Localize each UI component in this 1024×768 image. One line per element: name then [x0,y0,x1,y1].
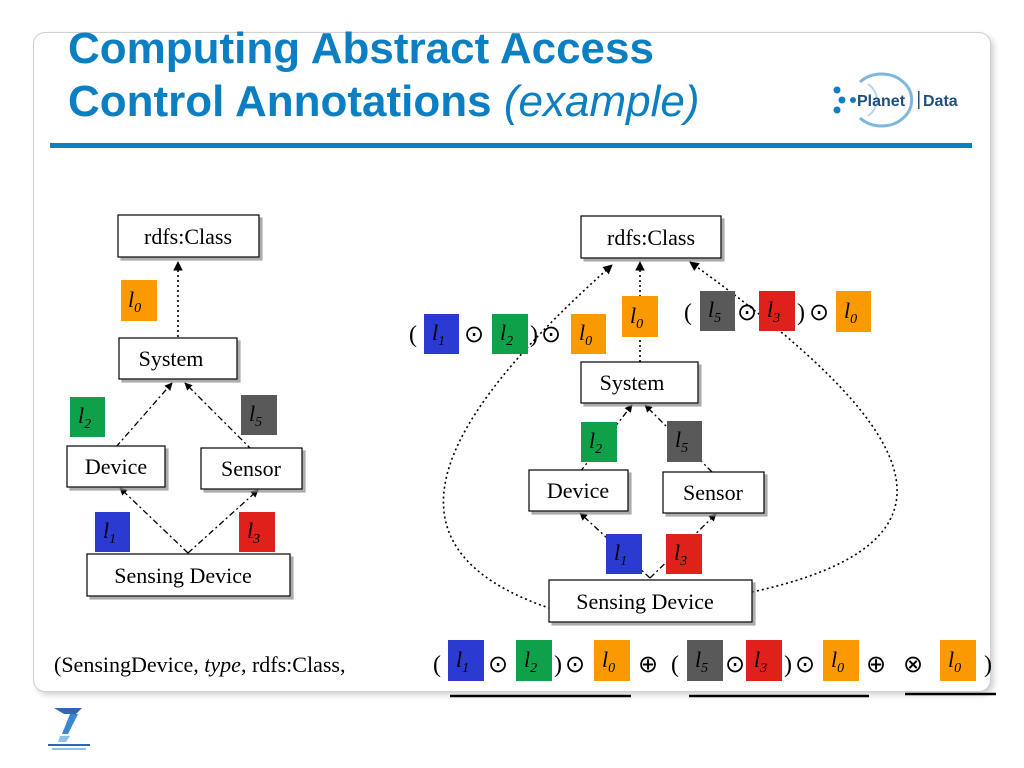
node-label: Sensing Device [576,589,713,614]
node-rdfs-class: rdfs:Class [580,215,722,259]
node-label: Sensor [221,456,282,481]
logo-bar [48,744,90,746]
expr-label-l2: l2 [492,314,528,354]
label-l3: l3 [666,534,702,574]
node-label: Sensor [683,480,744,505]
formula-paren-open: ( [671,652,679,678]
label-l5: l5 [241,395,277,435]
formula-odot: ⊙ [488,652,508,678]
logo-arc-inner [867,83,878,117]
edge-device-to-system [115,382,173,448]
label-l0: l0 [121,280,157,321]
expr-paren-close: ) [797,300,805,326]
formula-prefix: (SensingDevice, type, rdfs:Class, [54,652,345,677]
title-rule [50,143,972,148]
formula-label-l0: l0 [823,640,859,681]
formula-label-l0: l0 [940,640,976,681]
title-suffix: (example) [503,77,700,126]
formula-paren-close: ) [784,652,792,678]
expr-label-l3: l3 [759,291,795,331]
expr-label-l5: l5 [700,291,735,331]
formula-label-l1: l1 [448,640,484,681]
fp7-logo [48,708,90,750]
logo-shape [62,714,78,734]
formula-odot: ⊙ [725,652,745,678]
formula-paren-close: ) [984,652,992,678]
label-l5: l5 [667,421,702,462]
logo-divider [918,91,920,109]
expr-label-l1: l1 [424,314,459,354]
node-sensor: Sensor [200,447,303,490]
label-l2: l2 [70,397,105,437]
formula-paren-close: ) [554,652,562,678]
expr-paren-close: ) [530,322,538,348]
logo-text-planet: Planet [857,93,906,110]
expr-odot: ⊙ [737,300,757,326]
edge-sensing-to-sensor [187,489,259,554]
expr-paren-open: ( [684,300,692,326]
logo-text-data: Data [923,93,958,110]
logo-dot [838,96,846,104]
logo-dot [850,97,856,103]
node-device: Device [528,469,629,512]
logo-shape [54,708,82,714]
node-label: Sensing Device [114,563,251,588]
edge-sensing-to-device [119,487,189,554]
node-label: Device [85,454,147,479]
expr-odot: ⊙ [464,322,484,348]
expr-label-l0: l0 [571,314,606,354]
node-label: Device [547,478,609,503]
logo-arc [858,72,914,128]
label-l0: l0 [622,296,658,337]
label-l1: l1 [95,512,130,552]
node-sensing-device: Sensing Device [548,579,753,623]
node-system: System [580,361,699,404]
formula-label-l2: l2 [516,640,552,681]
formula-oplus: ⊕ [866,652,886,678]
slide-title: Computing Abstract Access Control Annota… [68,22,700,128]
expr-paren-open: ( [409,322,417,348]
annotation-formula: (SensingDevice, type, rdfs:Class, ( l1 ⊙… [54,640,996,698]
node-label: System [139,346,204,371]
formula-paren-open: ( [433,652,441,678]
edge-sensor-to-system [184,382,253,451]
label-l3: l3 [239,512,275,552]
title-line-2: Control Annotations [68,77,492,126]
edge-sensing-to-class-right [689,261,898,593]
expr-left-path: ( l1 ⊙ l2 ) ⊙ l0 [409,314,606,354]
node-label: rdfs:Class [607,225,695,250]
label-l1: l1 [606,534,642,574]
label-l2: l2 [581,422,617,462]
formula-label-l3: l3 [746,640,782,681]
left-graph: rdfs:Class System Device Sensor Sensing … [66,214,303,597]
expr-right-path: ( l5 ⊙ l3 ) ⊙ l0 [684,291,871,332]
node-rdfs-class: rdfs:Class [117,214,260,258]
logo-dot [833,86,841,94]
formula-odot: ⊙ [795,652,815,678]
planet-data-logo: Planet Data [833,72,958,128]
logo-shape [58,736,70,742]
right-graph: rdfs:Class System Device Sensor Sensing … [409,215,898,623]
logo-dot [833,106,841,114]
title-line-1: Computing Abstract Access [68,24,654,73]
node-device: Device [66,445,166,488]
formula-oplus: ⊕ [638,652,658,678]
logo-bar [52,748,86,750]
formula-odot: ⊙ [565,652,585,678]
node-sensing-device: Sensing Device [86,553,291,597]
expr-odot: ⊙ [809,300,829,326]
formula-otimes: ⊗ [903,652,923,678]
node-sensor: Sensor [662,471,765,514]
formula-label-l0: l0 [594,640,630,681]
node-label: rdfs:Class [144,224,232,249]
node-label: System [600,370,665,395]
formula-label-l5: l5 [687,640,723,681]
node-system: System [118,337,238,380]
expr-label-l0: l0 [836,291,871,332]
expr-odot: ⊙ [541,322,561,348]
